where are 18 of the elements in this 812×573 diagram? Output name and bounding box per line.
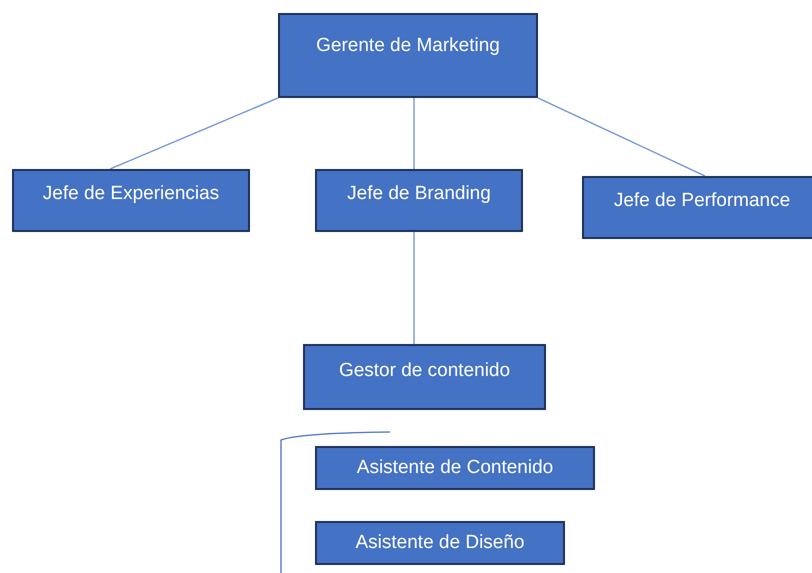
connector-line bbox=[413, 98, 415, 169]
org-box bbox=[315, 521, 565, 565]
role-title: Jefe de Performance bbox=[614, 190, 790, 213]
role-title: Gerente de Marketing bbox=[316, 35, 500, 58]
org-box bbox=[303, 344, 546, 410]
role-title: Asistente de Diseño bbox=[356, 532, 524, 555]
org-box bbox=[278, 13, 538, 98]
connector-line bbox=[538, 97, 706, 177]
role-title: Jefe de Branding bbox=[347, 183, 491, 206]
org-box bbox=[12, 169, 250, 232]
role-title: Jefe de Experiencias bbox=[42, 183, 220, 206]
role-title: Asistente de Contenido bbox=[356, 457, 554, 480]
org-box bbox=[582, 176, 812, 239]
connector-line bbox=[110, 97, 278, 170]
connector-line bbox=[413, 232, 415, 344]
org-box bbox=[315, 169, 523, 232]
org-box bbox=[315, 446, 595, 490]
role-title: Gestor de contenido bbox=[338, 360, 510, 383]
